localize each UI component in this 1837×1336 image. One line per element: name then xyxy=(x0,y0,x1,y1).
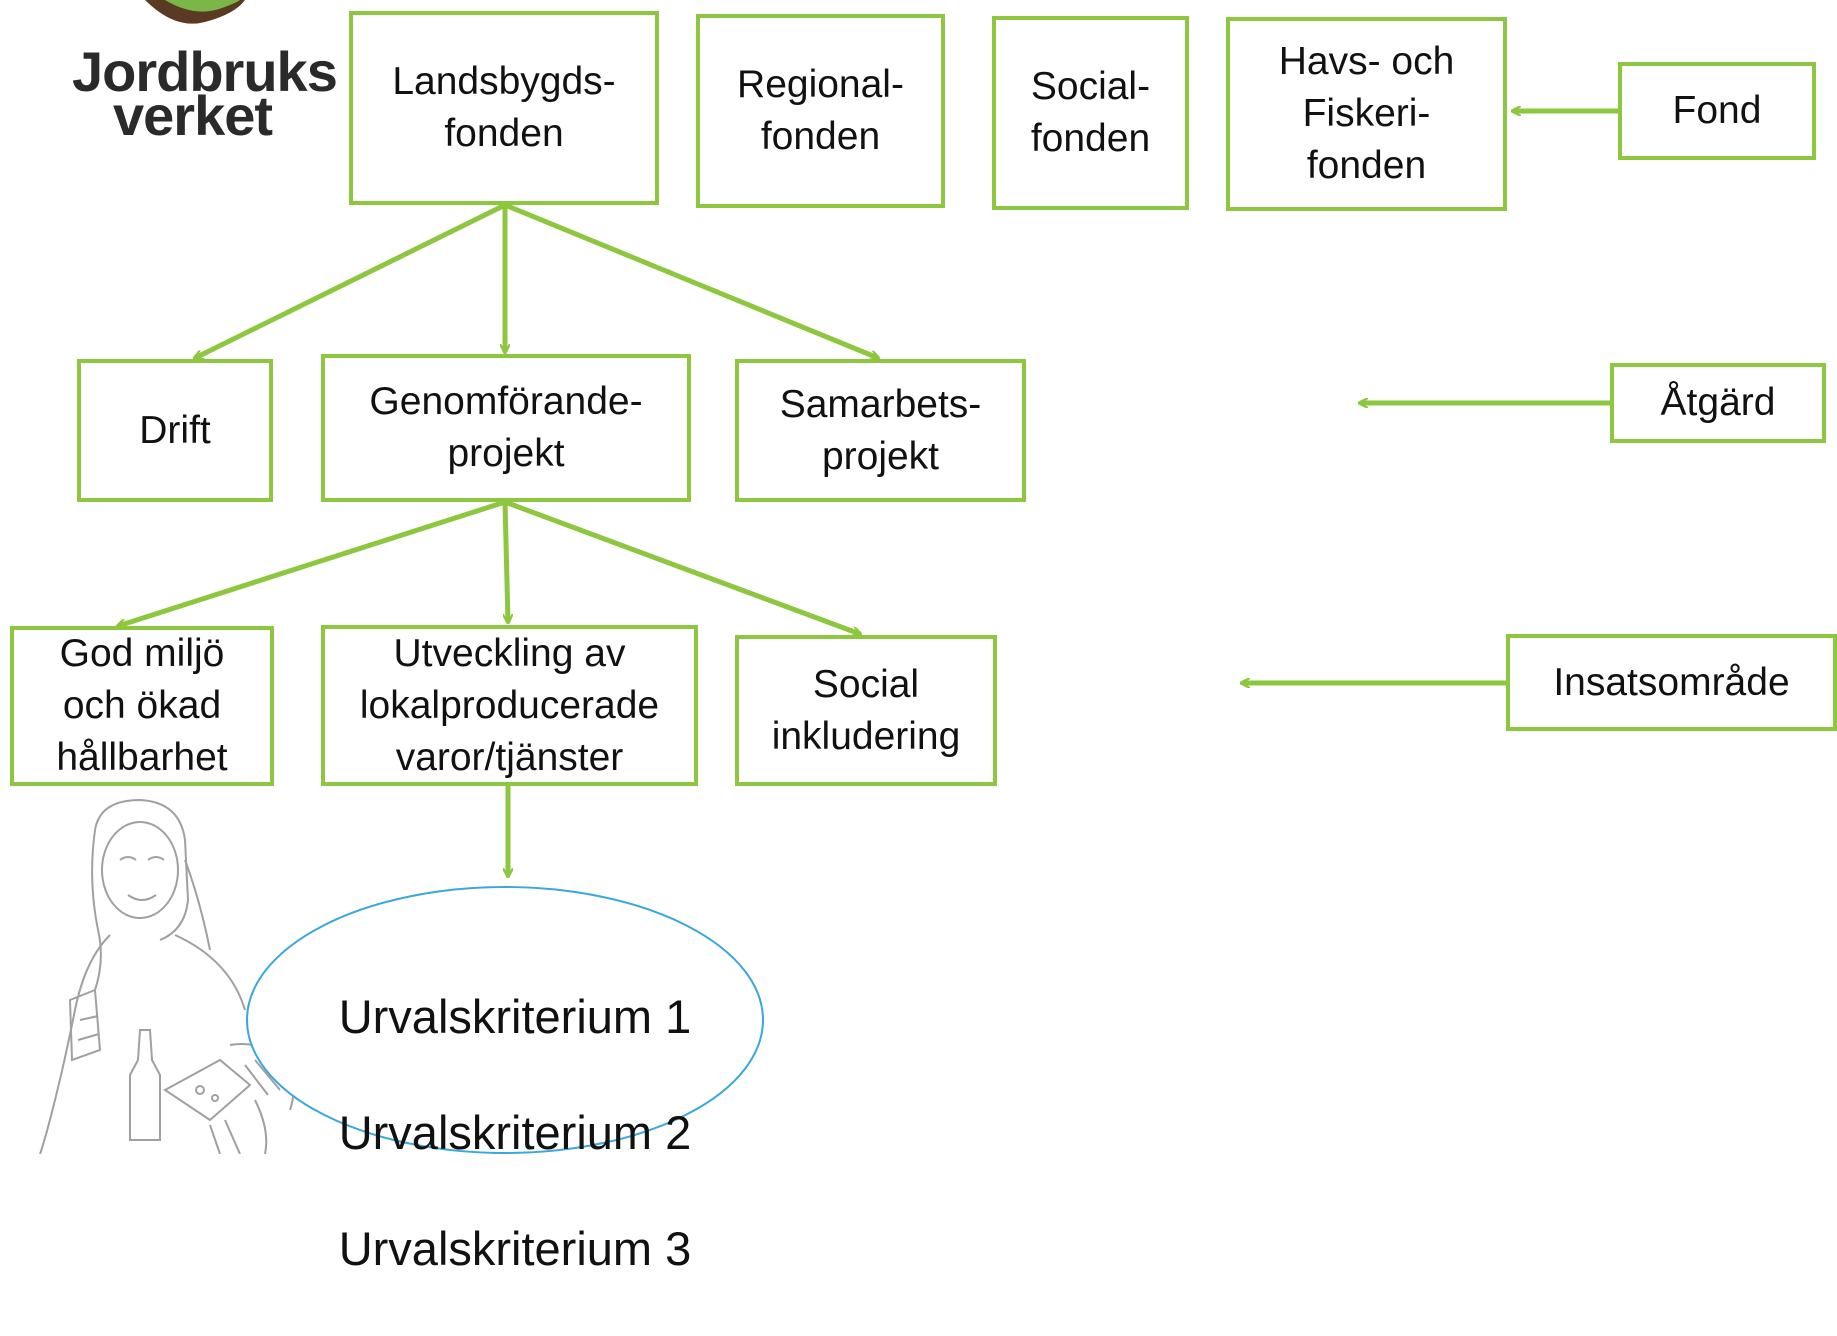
legend-box-atgard: Åtgärd xyxy=(1610,363,1826,443)
arrows-level2 xyxy=(118,499,860,634)
logo-wordmark-line2: verket xyxy=(113,84,273,147)
box-label: Landsbygds- fonden xyxy=(392,60,616,155)
criterion-1: Urvalskriterium 1 xyxy=(338,990,692,1043)
diagram-canvas xyxy=(39,0,1618,1154)
arrow-to-lokal xyxy=(502,501,508,622)
logo-mark-icon xyxy=(145,0,245,24)
box-drift: Drift xyxy=(77,359,273,502)
box-socialfonden: Social- fonden xyxy=(992,16,1189,210)
arrow-to-miljo xyxy=(118,499,506,626)
box-label: Social- fonden xyxy=(1030,65,1151,160)
box-social-inkludering: Social inkludering xyxy=(735,635,997,786)
arrow-to-social xyxy=(504,499,860,634)
box-regionalfonden: Regional- fonden xyxy=(696,14,945,208)
box-label: Havs- och Fiskeri- fonden xyxy=(1278,40,1455,187)
legend-box-fond: Fond xyxy=(1618,62,1816,160)
box-god-miljo: God miljö och ökad hållbarhet xyxy=(10,626,274,786)
logo-wordmark-line1: Jordbruks xyxy=(72,40,338,103)
box-label: Regional- fonden xyxy=(737,63,904,158)
legend-label: Åtgärd xyxy=(1660,381,1776,424)
legend-label: Fond xyxy=(1672,89,1762,132)
box-lokalproducerade: Utveckling av lokalproducerade varor/tjä… xyxy=(321,625,698,786)
criteria-ellipse xyxy=(246,886,764,1154)
person-sketch-icon xyxy=(39,798,295,1154)
box-label: Utveckling av lokalproducerade varor/tjä… xyxy=(359,631,660,779)
box-havs-och-fiskerifonden: Havs- och Fiskeri- fonden xyxy=(1226,17,1507,211)
box-label: Social inkludering xyxy=(771,662,961,758)
criteria-list: Urvalskriterium 1 Urvalskriterium 2 Urva… xyxy=(280,930,750,1336)
legend-label: Insatsområde xyxy=(1553,660,1790,704)
box-genomforandeprojekt: Genomförande- projekt xyxy=(321,354,691,502)
arrow-to-drift xyxy=(195,202,507,361)
box-label: Drift xyxy=(139,408,211,452)
box-label: Genomförande- projekt xyxy=(369,380,643,475)
box-samarbetsprojekt: Samarbets- projekt xyxy=(735,359,1026,502)
box-label: Samarbets- projekt xyxy=(779,382,982,478)
criterion-2: Urvalskriterium 2 xyxy=(338,1106,692,1159)
arrow-to-samarbete xyxy=(504,202,878,358)
box-landsbygdsfonden: Landsbygds- fonden xyxy=(349,11,659,205)
arrows-level1 xyxy=(195,202,878,361)
criterion-3: Urvalskriterium 3 xyxy=(338,1222,692,1275)
box-label: God miljö och ökad hållbarhet xyxy=(56,632,228,779)
legend-box-insatsomrade: Insatsområde xyxy=(1506,634,1837,731)
